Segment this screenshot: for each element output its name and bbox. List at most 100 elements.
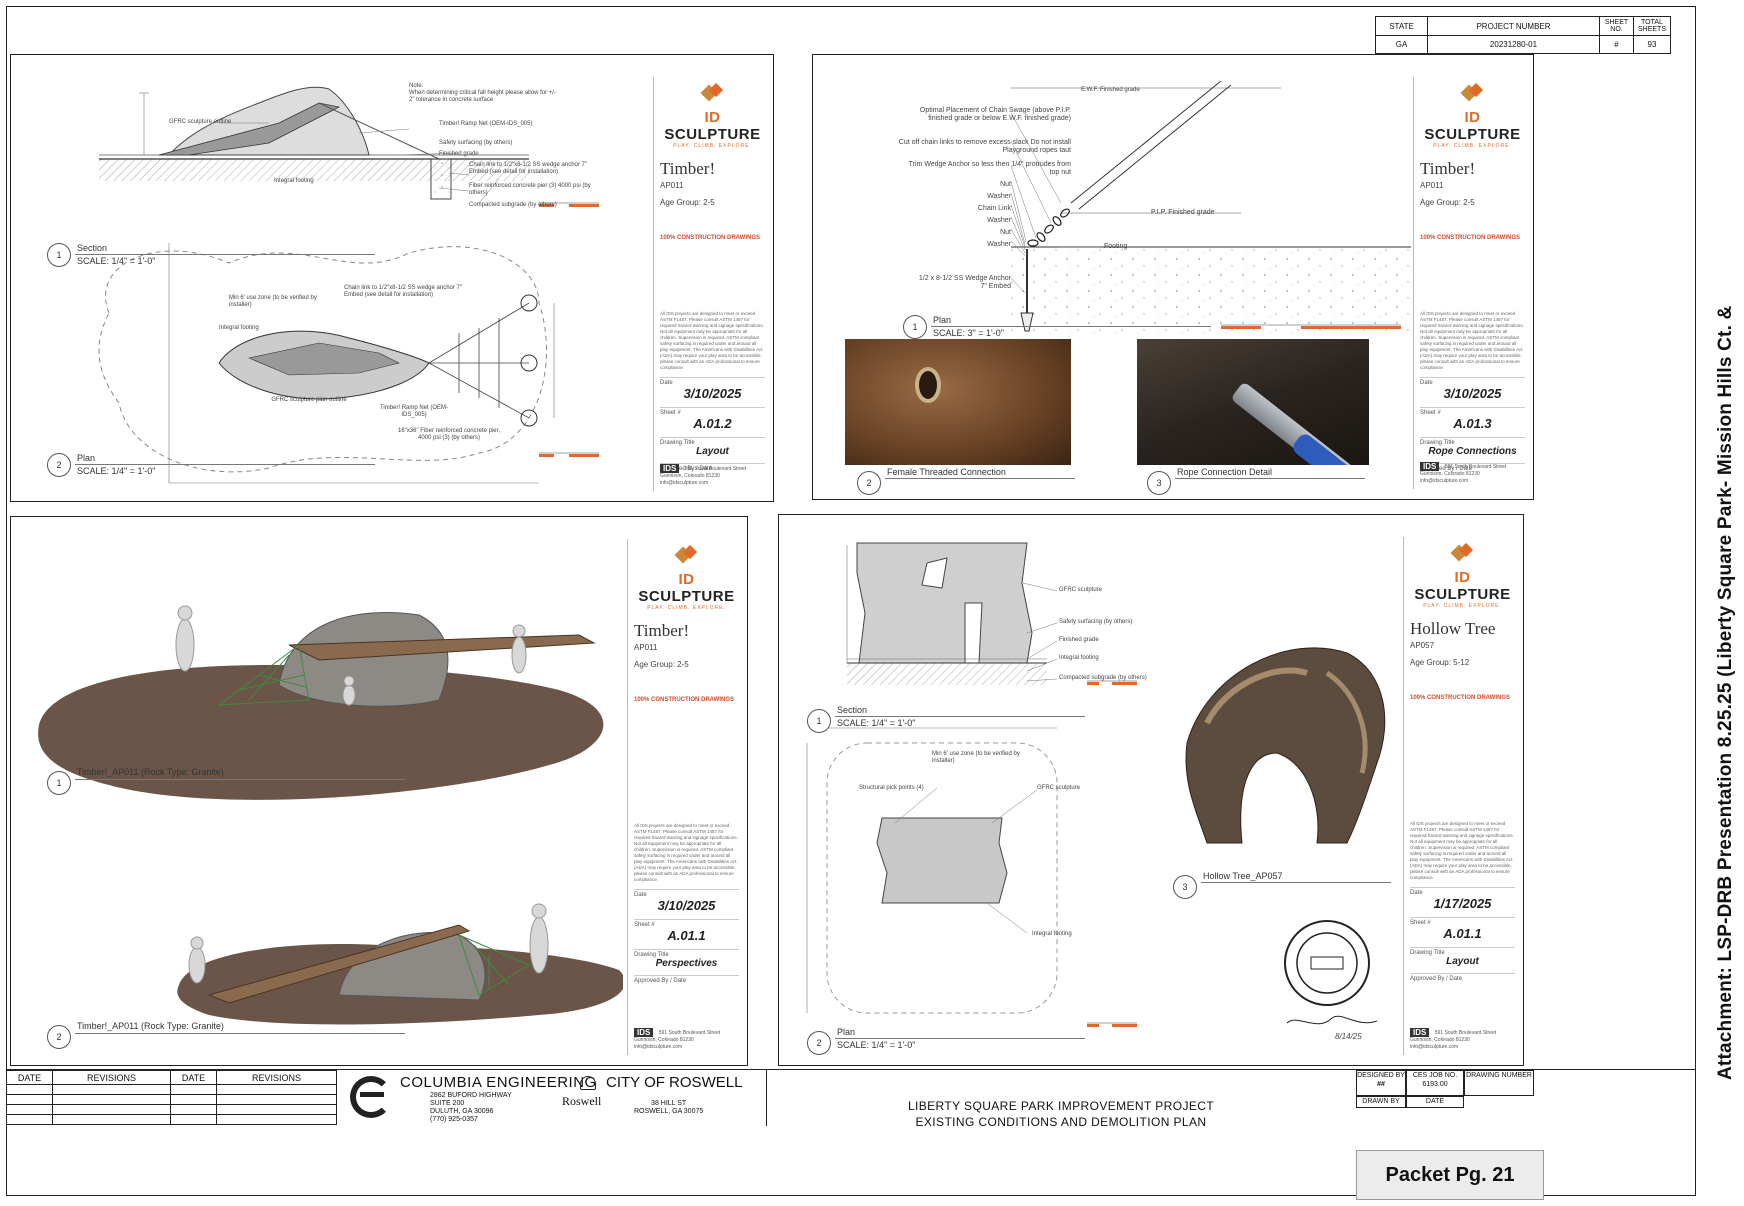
view-scale-1: SCALE: 3" = 1'-0" (933, 328, 1004, 338)
date-label: Date (1410, 887, 1515, 896)
project-number-value: 20231280-01 (1427, 35, 1600, 54)
sheet-no-header: SHEET NO. (1599, 16, 1634, 36)
nut-label-1: Nut (1000, 181, 1011, 188)
view-bubble-2: 2 (47, 1025, 71, 1049)
view-bubble-1: 1 (47, 771, 71, 795)
ids-logo-text: ID SCULPTURE (1414, 569, 1511, 603)
caption-rule (1175, 478, 1365, 479)
threaded-insert-icon (915, 367, 941, 403)
ids-logo-icon (673, 544, 701, 567)
fine-print: All IDS projects are designed to meet or… (660, 311, 764, 370)
view-caption-1: Section (77, 243, 108, 253)
ids-badge: IDS (660, 464, 680, 473)
sheet-value: A.01.3 (1453, 416, 1492, 431)
female-threaded-photo (845, 339, 1071, 465)
view-bubble-1: 1 (47, 243, 71, 267)
ramp-net-label: Timber! Ramp Net (OEM-IDS_005) (439, 121, 533, 127)
rope-drawing: E.W.F. Finished grade Optimal Placement … (821, 63, 1411, 495)
columbia-logo-bar (360, 1092, 384, 1097)
finished-label: Finished grade (1059, 637, 1099, 643)
view-scale-1: SCALE: 1/4" = 1'-0" (837, 718, 916, 728)
view-bubble-3: 3 (1147, 471, 1171, 495)
optimal-label: Optimal Placement of Chain Swage (above … (919, 107, 1071, 122)
ewf-label: E.W.F. Finished grade (1081, 87, 1140, 93)
scale-bar-2 (539, 452, 599, 457)
view-caption-2: Plan (837, 1027, 856, 1037)
ids-logo-text: ID SCULPTURE (1424, 109, 1521, 143)
sheet-label: Sheet # (660, 407, 765, 416)
revision-table: DATE REVISIONS DATE REVISIONS (6, 1070, 337, 1125)
product-code: AP011 (1420, 181, 1444, 190)
child-figures-2 (188, 903, 549, 984)
total-sheets-header: TOTAL SHEETS (1633, 16, 1671, 36)
age-group: Age Group: 2-5 (660, 198, 715, 207)
child-figures-1 (175, 605, 527, 706)
fine-print: All IDS projects are designed to meet or… (1420, 311, 1524, 370)
anchor-label: 1/2 x 8-1/2 SS Wedge Anchor 7" Embed (918, 275, 1011, 290)
engineer-seal (1284, 920, 1370, 1006)
view-caption-3: Rope Connection Detail (1177, 467, 1273, 477)
age-group: Age Group: 2-5 (634, 660, 689, 669)
sheet-frame (6, 6, 1696, 1196)
ids-logo-text: ID SCULPTURE (638, 571, 735, 605)
drawing-title-value: Rope Connections (1428, 446, 1517, 457)
use-zone-outline (98, 246, 547, 473)
integral-footing-plan-label: Integral footing (219, 325, 259, 331)
date-label: Date (634, 889, 739, 898)
date-value: 3/10/2025 (1443, 386, 1502, 401)
sheet-value: A.01.1 (667, 928, 706, 943)
title-block: ID SCULPTURE PLAY. CLIMB. EXPLORE. Hollo… (1403, 537, 1515, 1055)
ids-logo-icon (1449, 542, 1477, 565)
drawing-title-value: Layout (1446, 956, 1479, 967)
ces-job-box: CES JOB NO.6193.00 (1406, 1070, 1464, 1096)
sheet-no-value: # (1599, 35, 1634, 54)
tagline: PLAY. CLIMB. EXPLORE. (673, 143, 752, 149)
city-name: CITY OF ROSWELL (606, 1074, 743, 1091)
product-name: Timber! (1420, 159, 1476, 178)
gfrc-outline-label: GFRC sculpture outline (169, 119, 232, 125)
view-scale-2: SCALE: 1/4" = 1'-0" (77, 466, 156, 476)
project-header-table: STATE PROJECT NUMBER SHEET NO. TOTAL SHE… (1375, 16, 1671, 54)
product-code: AP011 (634, 643, 658, 652)
approved-label: Approved By / Date (1410, 973, 1515, 982)
sheet-label: Sheet # (1410, 917, 1515, 926)
view-scale-2: SCALE: 1/4" = 1'-0" (837, 1040, 916, 1050)
chain-link-label: Chain Link (977, 205, 1011, 212)
state-header: STATE (1375, 16, 1428, 36)
drawn-by-box: DRAWN BY (1356, 1096, 1406, 1108)
project-number-header: PROJECT NUMBER (1427, 16, 1600, 36)
layout-drawing: Note:When determining critical fall heig… (19, 63, 647, 493)
rev-revisions-header-2: REVISIONS (216, 1070, 337, 1085)
date-value: 1/17/2025 (1433, 896, 1492, 911)
rev-date-header-2: DATE (170, 1070, 217, 1085)
panel-timber-perspectives: 1 Timber!_AP011 (Rock Type: Granite) 2 T… (10, 516, 748, 1066)
view-bubble-1: 1 (903, 315, 927, 339)
ids-badge: IDS (1410, 1028, 1430, 1037)
cd-label: 100% CONSTRUCTION DRAWINGS (1410, 695, 1511, 701)
total-sheets-value: 93 (1633, 35, 1671, 54)
net-2 (458, 934, 531, 996)
drawing-title-value: Perspectives (655, 958, 718, 969)
ramp-net-plan-label: Timber! Ramp Net (OEM-IDS_005) (379, 405, 449, 418)
caption-rule (931, 326, 1211, 327)
rev-date-header: DATE (6, 1070, 53, 1085)
view-caption-2: Timber!_AP011 (Rock Type: Granite) (77, 1021, 224, 1031)
chain-link-label: Chain link to 1/2"x8-1/2 SS wedge anchor… (469, 162, 587, 175)
drawing-title-value: Layout (696, 446, 729, 457)
age-group: Age Group: 5-12 (1410, 658, 1470, 667)
date-box: DATE (1406, 1096, 1464, 1108)
packet-page-tag: Packet Pg. 21 (1356, 1150, 1544, 1200)
view-caption-2: Plan (77, 453, 96, 463)
ids-logo-text: ID SCULPTURE (664, 109, 761, 143)
columbia-logo-icon (350, 1076, 392, 1118)
drawing-title-label: Drawing Title (660, 437, 765, 446)
view-bubble-2: 2 (857, 471, 881, 495)
product-name: Timber! (660, 159, 716, 178)
approved-label: Approved By / Date (1420, 463, 1525, 472)
approved-label: Approved By / Date (634, 975, 739, 984)
designed-by-box: DESIGNED BY## (1356, 1070, 1406, 1096)
gfrc-plan-label: GFRC sculpture plan outline (271, 397, 347, 403)
